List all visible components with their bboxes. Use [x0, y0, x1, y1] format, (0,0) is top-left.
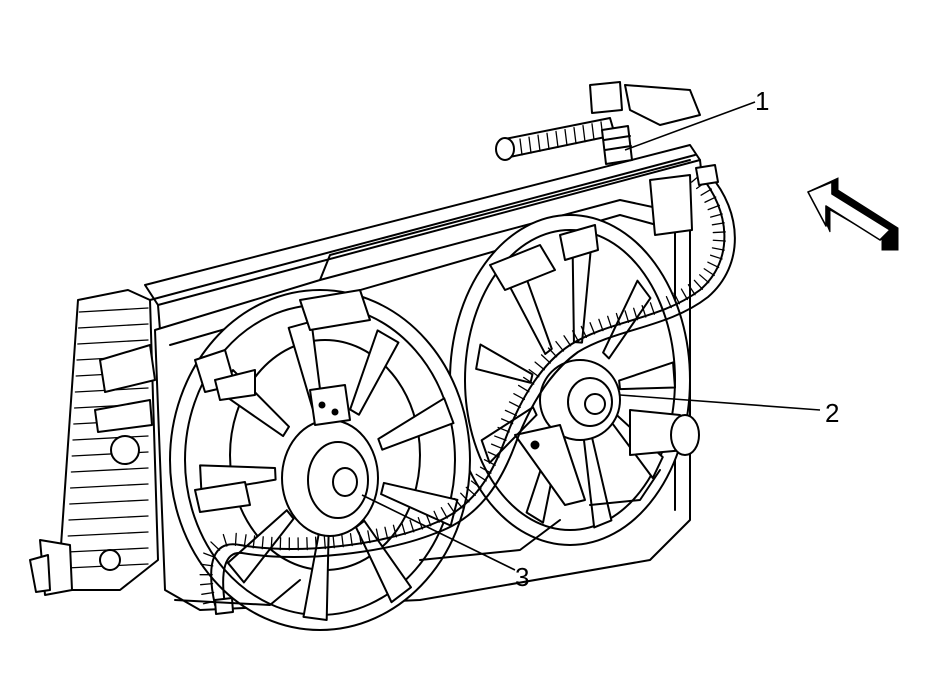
callout-1: 1 — [624, 86, 769, 151]
callout-label-3: 3 — [515, 562, 529, 592]
wiring-harness — [194, 164, 736, 615]
callout-label-2: 2 — [825, 398, 839, 428]
radiator-side-tank — [29, 289, 159, 596]
fan-motor-2 — [514, 359, 621, 506]
callout-3: 3 — [361, 494, 529, 592]
callout-2: 2 — [619, 394, 839, 428]
lower-bracket — [174, 469, 661, 606]
radiator-top-rail — [144, 144, 703, 331]
fan-motor-3 — [281, 384, 379, 537]
view-direction-arrow-icon — [807, 177, 899, 251]
upper-hose-assembly — [495, 81, 701, 165]
outlet-tube — [629, 174, 700, 456]
callout-label-1: 1 — [755, 86, 769, 116]
